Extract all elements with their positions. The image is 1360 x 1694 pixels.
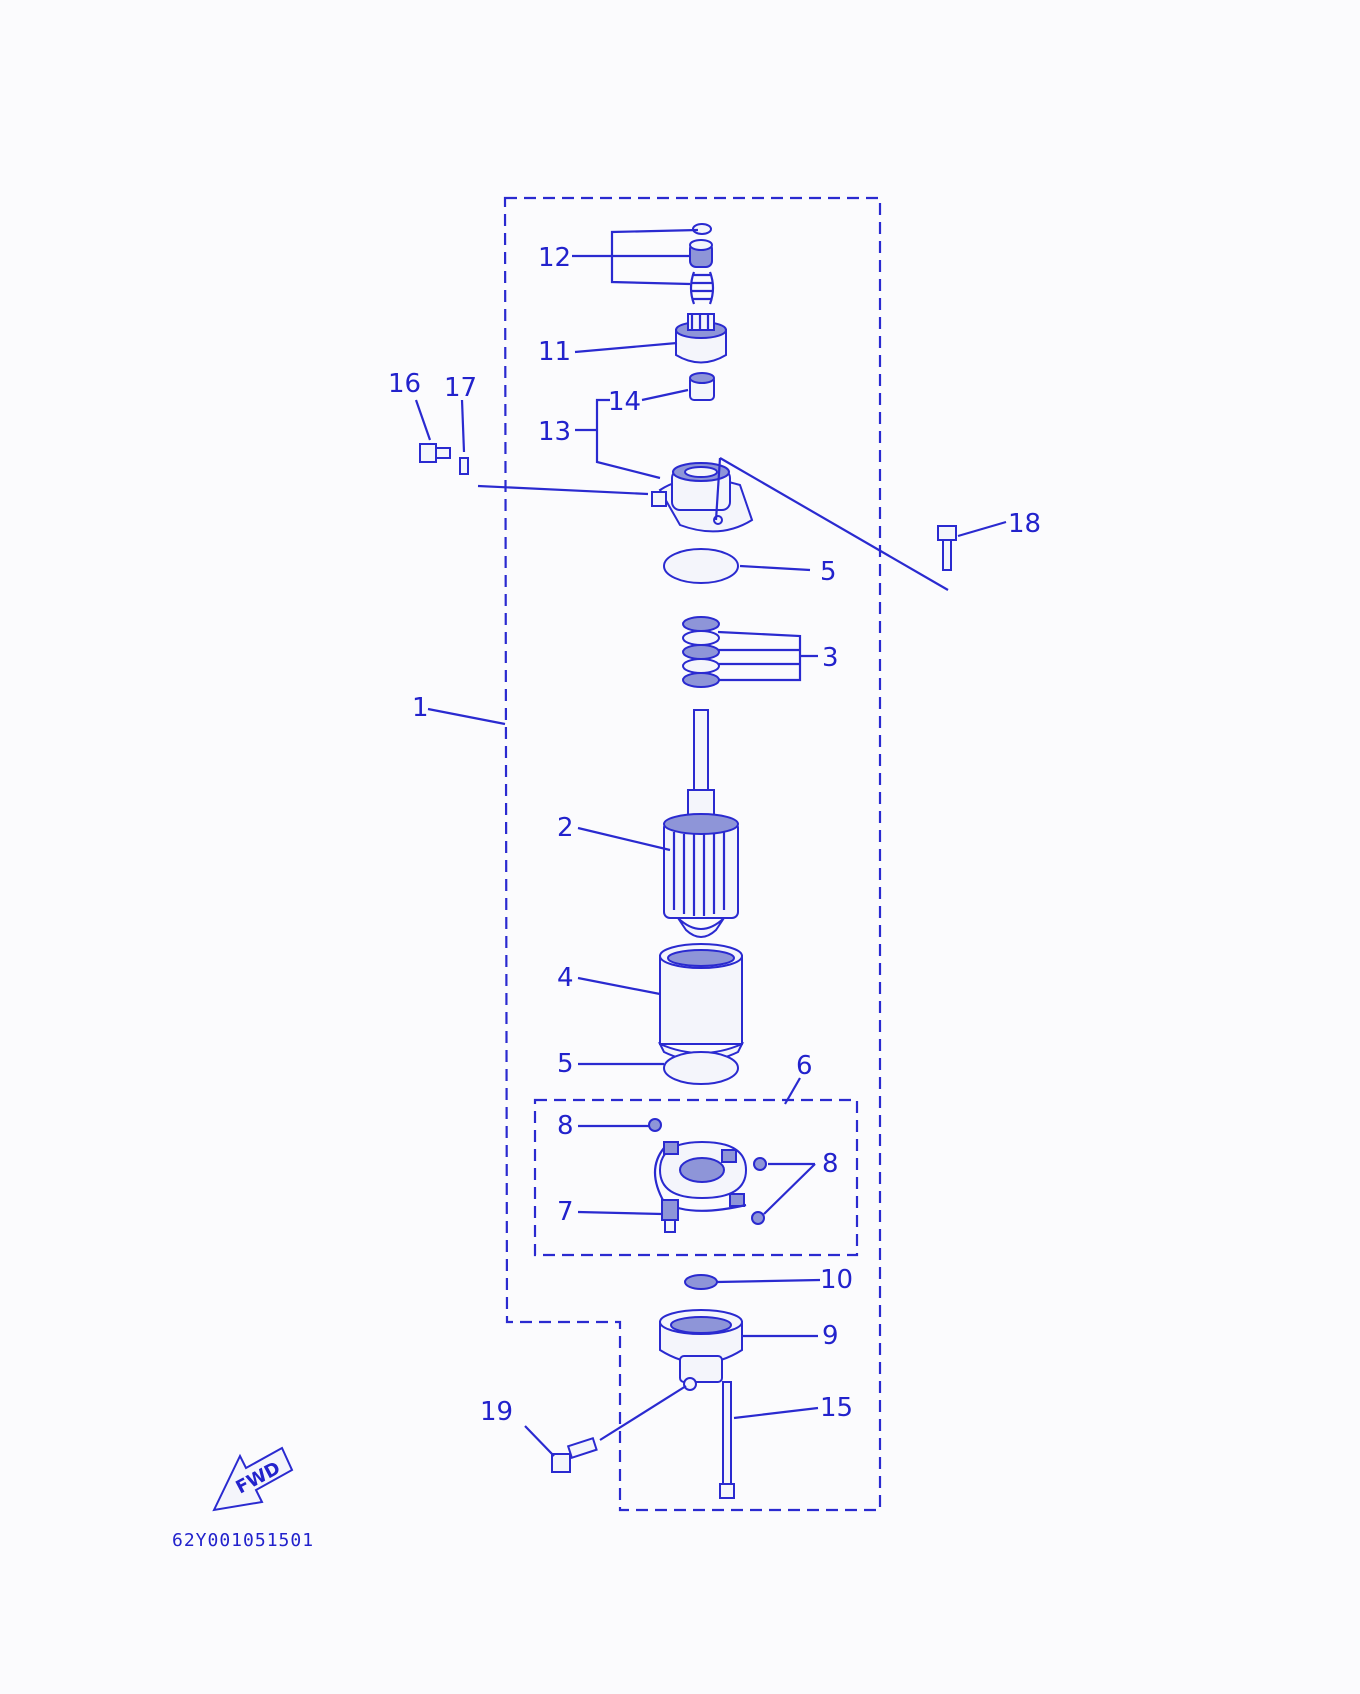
callout-1: 1 [412, 693, 429, 723]
part-19-bolt [551, 1436, 598, 1473]
part-8-screws [648, 1118, 767, 1225]
part-3-washers [682, 616, 720, 688]
callout-8a: 8 [557, 1111, 574, 1141]
callout-9: 9 [822, 1321, 839, 1351]
callout-8b: 8 [822, 1149, 839, 1179]
assembly-boundary [503, 196, 882, 1512]
part-16-bolt [419, 443, 451, 463]
brush-holder-boundary [533, 1098, 859, 1257]
callout-10: 10 [820, 1265, 853, 1295]
part-13-front-housing [651, 462, 754, 533]
part-5-oring-lower [663, 1051, 739, 1085]
callout-18: 18 [1008, 509, 1041, 539]
part-9-rear-cover [659, 1309, 743, 1391]
part-5-oring-upper [663, 548, 739, 584]
callout-7: 7 [557, 1197, 574, 1227]
drawing-code: 62Y001051501 [172, 1530, 314, 1551]
part-15-through-bolt [719, 1381, 735, 1499]
part-10-washer [684, 1274, 718, 1290]
part-4-yoke [657, 943, 745, 1062]
callout-19: 19 [480, 1397, 513, 1427]
callout-13: 13 [538, 417, 571, 447]
callout-14: 14 [608, 387, 641, 417]
part-2-armature [663, 709, 739, 938]
leader-lines [414, 228, 1007, 1457]
callout-15: 15 [820, 1393, 853, 1423]
callout-5b: 5 [557, 1049, 574, 1079]
part-14-collar [689, 372, 715, 401]
callout-2: 2 [557, 813, 574, 843]
callout-3: 3 [822, 643, 839, 673]
callout-11: 11 [538, 337, 571, 367]
part-12-group [689, 223, 715, 305]
part-11-pinion [675, 313, 727, 364]
callout-12: 12 [538, 243, 571, 273]
callout-5a: 5 [820, 557, 837, 587]
fwd-arrow-icon: FWD [212, 1446, 294, 1512]
callout-4: 4 [557, 963, 574, 993]
callout-6: 6 [796, 1051, 813, 1081]
callouts: 1 2 3 4 5 5 6 7 8 8 9 10 11 12 13 14 15 … [388, 243, 1041, 1427]
part-7-brush-holder [653, 1140, 748, 1233]
callout-17: 17 [444, 373, 477, 403]
part-18-bolt [937, 525, 957, 571]
callout-16: 16 [388, 369, 421, 399]
part-17-washer [459, 457, 469, 475]
